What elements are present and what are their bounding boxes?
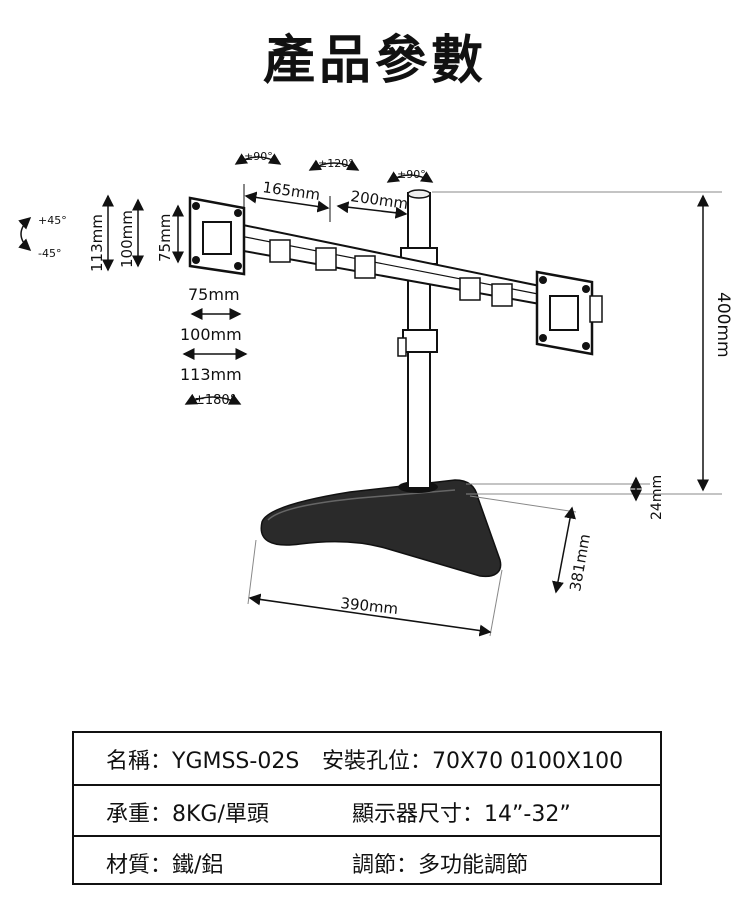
base-width-dimension: 390mm bbox=[247, 539, 503, 637]
stand-base bbox=[260, 479, 502, 578]
vesa-horizontal-dimensions: 75mm 100mm 113mm bbox=[180, 285, 248, 384]
arm-dimensions: 165mm 200mm bbox=[243, 178, 409, 222]
vesa-75-h-label: 75mm bbox=[188, 285, 240, 304]
page-title: 產品參數 bbox=[262, 31, 487, 91]
rotate-label-2: ±120° bbox=[318, 157, 354, 170]
spec-label: 承重：8KG/單頭 bbox=[106, 802, 269, 827]
height-dimension: 400mm bbox=[432, 191, 733, 495]
base-thickness-label: 24mm bbox=[649, 475, 665, 520]
vesa-75-v-label: 75mm bbox=[156, 214, 174, 262]
rotation-indicators: ±90° ±120° ±90° bbox=[234, 150, 434, 183]
spec-row: 名稱：YGMSS-02S 安裝孔位：70X70 0100X100 bbox=[74, 733, 660, 784]
spec-value: 調節：多功能調節 bbox=[352, 853, 529, 878]
tilt-up-label: +45° bbox=[38, 214, 67, 227]
spec-label: 名稱：YGMSS-02S bbox=[106, 749, 300, 774]
vesa-100-h-label: 100mm bbox=[180, 325, 242, 344]
base-width-label: 390mm bbox=[340, 594, 399, 618]
vesa-113-v-label: 113mm bbox=[88, 214, 106, 272]
height-label: 400mm bbox=[713, 292, 733, 358]
base-depth-label: 381mm bbox=[566, 533, 594, 593]
stand-pole bbox=[397, 189, 438, 489]
swivel-indicator: ±180° bbox=[184, 393, 242, 408]
spec-row: 材質：鐵/鋁 調節：多功能調節 bbox=[74, 835, 660, 886]
spec-label: 材質：鐵/鋁 bbox=[106, 853, 224, 878]
tilt-indicator: +45° -45° bbox=[18, 214, 67, 260]
spec-value: 安裝孔位：70X70 0100X100 bbox=[322, 749, 624, 774]
vesa-100-v-label: 100mm bbox=[118, 210, 136, 268]
tilt-down-label: -45° bbox=[38, 247, 61, 260]
spec-row: 承重：8KG/單頭 顯示器尺寸：14”-32” bbox=[74, 784, 660, 835]
base-thickness-dimension: 24mm bbox=[466, 475, 665, 520]
left-vesa-plate bbox=[188, 196, 246, 276]
rotate-label-3: ±90° bbox=[397, 168, 426, 181]
spec-table: 名稱：YGMSS-02S 安裝孔位：70X70 0100X100 承重：8KG/… bbox=[72, 731, 662, 885]
swivel-label: ±180° bbox=[194, 393, 236, 408]
vesa-vertical-dimensions: 113mm 100mm 75mm bbox=[88, 194, 184, 272]
monitor-stand-diagram: ±90° ±120° ±90° 165mm 200mm +45° -45° 11… bbox=[18, 150, 733, 637]
right-vesa-plate bbox=[535, 270, 603, 356]
vesa-113-h-label: 113mm bbox=[180, 365, 242, 384]
spec-value: 顯示器尺寸：14”-32” bbox=[352, 802, 571, 827]
rotate-label-1: ±90° bbox=[244, 150, 273, 163]
monitor-arms bbox=[237, 222, 541, 307]
